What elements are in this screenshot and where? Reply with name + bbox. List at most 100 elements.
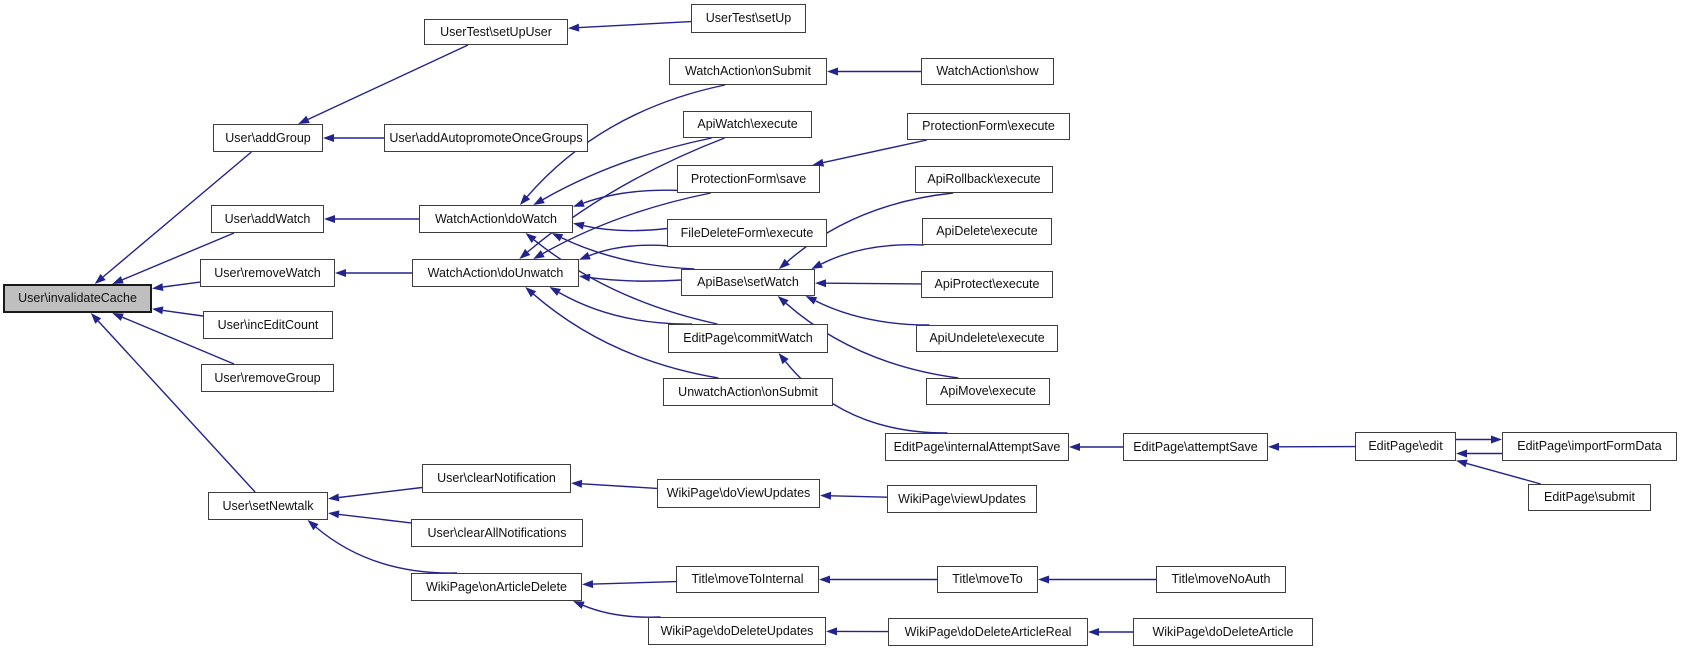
graph-edge-pfSave-to-doUnwatch	[542, 192, 711, 255]
graph-node-waOnSubmit[interactable]: WatchAction\onSubmit	[669, 58, 827, 85]
graph-edge-commitWatch-to-doUnwatch	[558, 291, 693, 325]
graph-arrowhead	[812, 158, 825, 167]
graph-arrowhead	[519, 194, 531, 205]
graph-edge-moveToInternal-to-onArticleDelete	[592, 580, 677, 585]
graph-arrowhead	[1088, 628, 1099, 636]
graph-node-addGroup[interactable]: User\addGroup	[213, 124, 323, 152]
graph-arrowhead	[1491, 435, 1502, 444]
graph-node-apiWatch[interactable]: ApiWatch\execute	[683, 111, 812, 138]
graph-arrowhead	[573, 221, 585, 230]
graph-arrowhead	[90, 313, 102, 324]
graph-arrowhead	[307, 520, 319, 531]
graph-edge-internalAttemptSave-to-commitWatch	[784, 361, 948, 434]
graph-arrowhead	[582, 580, 594, 589]
graph-node-apiUndelete[interactable]: ApiUndelete\execute	[916, 325, 1058, 352]
graph-edge-clearAllNotif-to-setNewtalk	[338, 513, 412, 524]
graph-arrowhead	[152, 283, 164, 291]
graph-edge-addGroup-to-inv	[102, 151, 252, 278]
graph-node-apiBaseSetWatch[interactable]: ApiBase\setWatch	[681, 269, 815, 296]
graph-node-pfExecute[interactable]: ProtectionForm\execute	[907, 113, 1070, 140]
graph-edge-apiDelete-to-apiBaseSetWatch	[820, 244, 924, 265]
graph-edge-apiProtect-to-apiBaseSetWatch	[825, 282, 922, 285]
graph-edge-viewUpdates-to-doViewUpdates	[830, 495, 888, 498]
graph-edge-pfExecute-to-pfSave	[823, 139, 927, 164]
graph-arrowhead	[335, 269, 346, 277]
graph-edge-submit-to-edit	[1466, 462, 1541, 485]
graph-edge-doViewUpdates-to-clearNotif	[581, 483, 658, 490]
graph-edge-apiRollback-to-apiBaseSetWatch	[786, 192, 954, 263]
graph-edge-apiWatch-to-doUnwatch	[527, 137, 725, 253]
graph-arrowhead	[519, 248, 531, 259]
graph-arrowhead	[94, 273, 106, 284]
graph-arrowhead	[112, 276, 124, 284]
graph-edge-pfSave-to-doWatch	[583, 189, 678, 204]
graph-arrowhead	[805, 296, 818, 305]
graph-arrowhead	[328, 510, 340, 519]
graph-node-doDeleteArticle[interactable]: WikiPage\doDeleteArticle	[1133, 618, 1313, 646]
graph-arrowhead	[819, 575, 830, 584]
graph-node-apiMove[interactable]: ApiMove\execute	[926, 378, 1050, 405]
graph-node-apiProtect[interactable]: ApiProtect\execute	[921, 271, 1053, 298]
graph-node-internalAttemptSave[interactable]: EditPage\internalAttemptSave	[885, 433, 1069, 461]
graph-node-submit[interactable]: EditPage\submit	[1528, 484, 1651, 511]
graph-arrowhead	[549, 287, 561, 296]
graph-node-onArticleDelete[interactable]: WikiPage\onArticleDelete	[411, 573, 582, 601]
graph-node-apiDelete[interactable]: ApiDelete\execute	[922, 218, 1052, 245]
graph-arrowhead	[324, 215, 335, 223]
graph-arrowhead	[525, 287, 537, 298]
graph-node-moveTo[interactable]: Title\moveTo	[937, 566, 1038, 593]
graph-arrowhead	[1456, 449, 1467, 458]
graph-node-attemptSave[interactable]: EditPage\attemptSave	[1123, 433, 1268, 461]
graph-node-unwatchOnSubmit[interactable]: UnwatchAction\onSubmit	[663, 378, 833, 406]
graph-node-setUpUser[interactable]: UserTest\setUpUser	[424, 19, 568, 45]
graph-node-commitWatch[interactable]: EditPage\commitWatch	[668, 324, 828, 353]
graph-node-waShow[interactable]: WatchAction\show	[921, 58, 1054, 85]
graph-edge-apiUndelete-to-apiBaseSetWatch	[815, 300, 930, 326]
graph-node-setUp[interactable]: UserTest\setUp	[691, 4, 806, 33]
graph-node-fdfExecute[interactable]: FileDeleteForm\execute	[667, 219, 827, 247]
graph-node-doWatch[interactable]: WatchAction\doWatch	[419, 205, 573, 233]
graph-edge-onArticleDelete-to-setNewtalk	[315, 526, 458, 574]
graph-node-removeWatch[interactable]: User\removeWatch	[200, 259, 335, 287]
graph-node-inv[interactable]: User\invalidateCache	[3, 284, 152, 313]
graph-node-viewUpdates[interactable]: WikiPage\viewUpdates	[887, 485, 1037, 513]
graph-node-clearNotif[interactable]: User\clearNotification	[422, 464, 571, 493]
graph-node-moveToInternal[interactable]: Title\moveToInternal	[676, 566, 819, 593]
graph-arrowhead	[525, 233, 537, 243]
graph-arrowhead	[571, 479, 583, 488]
graph-arrowhead	[152, 306, 164, 315]
graph-node-clearAllNotif[interactable]: User\clearAllNotifications	[411, 519, 583, 547]
graph-arrowhead	[112, 313, 124, 321]
graph-arrowhead	[1069, 443, 1080, 451]
graph-node-doViewUpdates[interactable]: WikiPage\doViewUpdates	[657, 479, 820, 508]
graph-node-addWatch[interactable]: User\addWatch	[211, 205, 324, 233]
graph-node-doDeleteArticleReal[interactable]: WikiPage\doDeleteArticleReal	[888, 618, 1088, 646]
graph-edge-removeGroup-to-inv	[122, 316, 235, 365]
graph-node-setNewtalk[interactable]: User\setNewtalk	[208, 492, 328, 520]
graph-edge-removeWatch-to-inv	[162, 281, 201, 288]
graph-edge-setUpUser-to-addGroup	[307, 44, 469, 121]
graph-node-edit[interactable]: EditPage\edit	[1355, 432, 1456, 461]
graph-node-doDeleteUpdates[interactable]: WikiPage\doDeleteUpdates	[648, 617, 826, 645]
graph-edge-doDeleteUpdates-to-onArticleDelete	[582, 604, 661, 618]
graph-node-moveNoAuth[interactable]: Title\moveNoAuth	[1156, 566, 1286, 593]
graph-node-incEditCount[interactable]: User\incEditCount	[203, 311, 333, 339]
graph-node-doUnwatch[interactable]: WatchAction\doUnwatch	[412, 259, 579, 287]
graph-arrowhead	[573, 601, 585, 609]
graph-arrowhead	[811, 260, 823, 269]
graph-arrowhead	[778, 258, 790, 269]
graph-node-apiRollback[interactable]: ApiRollback\execute	[915, 166, 1053, 193]
graph-arrowhead	[1268, 442, 1279, 451]
graph-arrowhead	[820, 491, 832, 500]
graph-arrowhead	[298, 115, 310, 124]
graph-edge-apiBaseSetWatch-to-doWatch	[561, 237, 695, 270]
graph-arrowhead	[777, 296, 789, 307]
graph-node-importFormData[interactable]: EditPage\importFormData	[1502, 432, 1677, 461]
graph-arrowhead	[826, 627, 837, 636]
graph-arrowhead	[579, 251, 591, 260]
graph-arrowhead	[573, 199, 585, 207]
graph-node-addAuto[interactable]: User\addAutopromoteOnceGroups	[384, 124, 588, 152]
graph-node-removeGroup[interactable]: User\removeGroup	[201, 364, 334, 392]
graph-node-pfSave[interactable]: ProtectionForm\save	[677, 165, 820, 193]
